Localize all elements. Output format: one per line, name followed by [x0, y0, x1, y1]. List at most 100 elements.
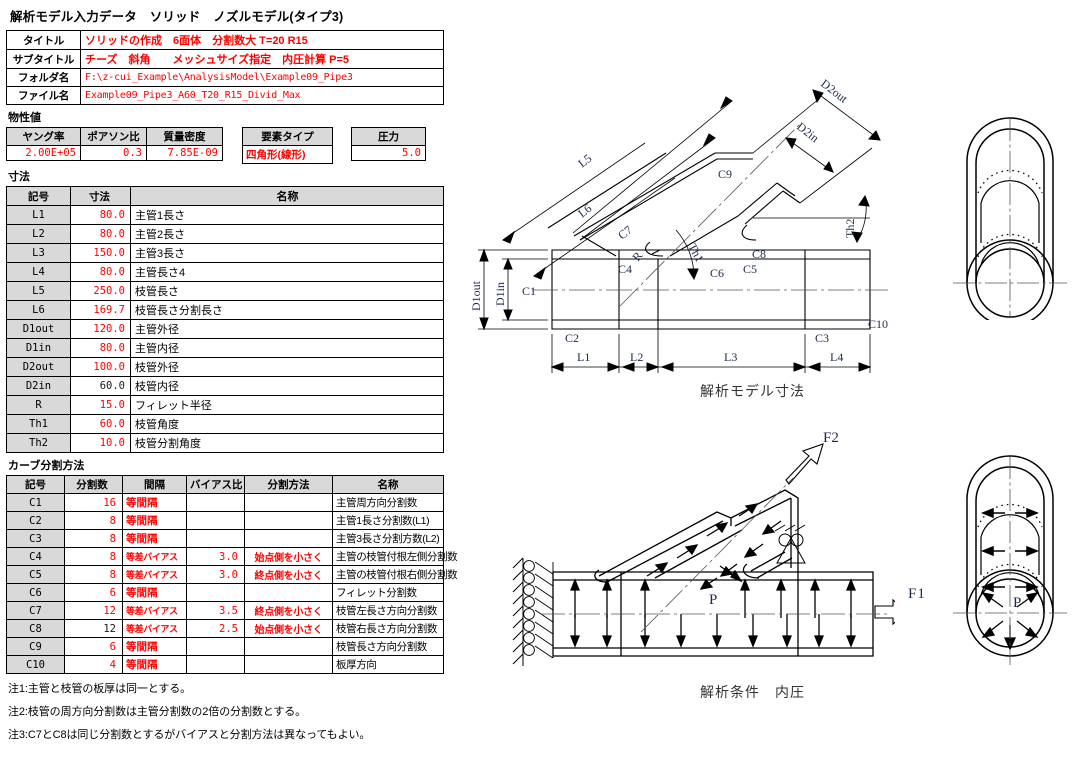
dim-name: 主管1長さ: [130, 205, 444, 225]
header-dim-symbol: 記号: [6, 186, 71, 206]
label-C9: C9: [718, 167, 732, 181]
cd-count: 8: [64, 511, 123, 530]
section-label-properties: 物性値: [8, 112, 41, 124]
cd-count: 8: [64, 529, 123, 548]
dim-name: フィレット半径: [130, 395, 444, 415]
cd-symbol: C5: [6, 565, 65, 584]
dim-value: 80.0: [70, 205, 131, 225]
cd-count: 6: [64, 637, 123, 656]
value-young-modulus: 2.00E+05: [6, 145, 81, 161]
label-C1: C1: [522, 284, 536, 298]
value-mass-density: 7.85E-09: [146, 145, 223, 161]
table-row: 2.00E+05 0.3 7.85E-09: [6, 145, 223, 161]
cd-spacing: 等差バイアス: [122, 601, 187, 620]
label-D1out: D1out: [470, 280, 483, 311]
dim-name: 主管長さ4: [130, 262, 444, 282]
dim-value: 15.0: [70, 395, 131, 415]
table-row: タイトルソリッドの作成 6面体 分割数大 T=20 R15: [6, 30, 444, 50]
header-cd-name: 名称: [332, 475, 444, 494]
info-value: チーズ 斜角 メッシュサイズ指定 内圧計算 P=5: [80, 49, 444, 69]
dim-symbol: L6: [6, 300, 71, 320]
table-row: サブタイトルチーズ 斜角 メッシュサイズ指定 内圧計算 P=5: [6, 49, 444, 69]
dim-name: 主管2長さ: [130, 224, 444, 244]
label-Th1: Th1: [685, 241, 706, 265]
table-row: ヤング率 ポアソン比 質量密度: [6, 127, 223, 146]
table-row: 四角形(線形): [242, 145, 333, 164]
value-element-type: 四角形(線形): [242, 145, 333, 164]
cd-bias: [186, 583, 245, 602]
dim-symbol: D2out: [6, 357, 71, 377]
cd-symbol: C10: [6, 655, 65, 674]
cd-name: 板厚方向: [332, 655, 444, 674]
cd-count: 4: [64, 655, 123, 674]
cd-spacing: 等間隔: [122, 529, 187, 548]
cd-symbol: C6: [6, 583, 65, 602]
cd-bias: [186, 529, 245, 548]
dim-symbol: D1out: [6, 319, 71, 339]
label-C3: C3: [815, 331, 829, 345]
cd-method: [244, 637, 333, 656]
cd-name: 主管の枝管付根右側分割数: [332, 565, 458, 584]
label-C4: C4: [618, 262, 632, 276]
header-cd-bias: バイアス比: [186, 475, 245, 494]
analysis-condition-svg: F2: [512, 430, 908, 666]
header-dim-name: 名称: [130, 186, 444, 206]
label-Th2: Th2: [843, 219, 857, 238]
cd-bias: 3.0: [186, 547, 245, 566]
cd-method: [244, 493, 333, 512]
model-dimension-svg: L5 L6 C7 C4 R C9 C8 C6 C5 C2 C3 C1 C10 D…: [469, 76, 888, 373]
info-key: サブタイトル: [6, 49, 81, 69]
table-row: 5.0: [351, 145, 426, 161]
dim-value: 80.0: [70, 262, 131, 282]
model-dimension-drawing: L5 L6 C7 C4 R C9 C8 C6 C5 C2 C3 C1 C10 D…: [469, 28, 890, 378]
label-L2: L2: [630, 350, 643, 364]
cd-method: [244, 511, 333, 530]
label-C10: C10: [868, 317, 888, 331]
table-row: 要素タイプ: [242, 127, 333, 146]
section-bottom-drawing: P: [945, 445, 1075, 670]
cd-bias: [186, 493, 245, 512]
label-C7: C7: [615, 223, 635, 243]
cd-symbol: C8: [6, 619, 65, 638]
pressure-table: 圧力 5.0: [351, 127, 426, 161]
dim-symbol: L5: [6, 281, 71, 301]
element-type-table: 要素タイプ 四角形(線形): [242, 127, 333, 164]
header-mass-density: 質量密度: [146, 127, 223, 146]
property-row: ヤング率 ポアソン比 質量密度 2.00E+05 0.3 7.85E-09 要素…: [6, 127, 466, 164]
cd-method: 始点側を小さく: [244, 619, 333, 638]
header-poisson-ratio: ポアソン比: [80, 127, 147, 146]
dim-symbol: L2: [6, 224, 71, 244]
dim-symbol: L1: [6, 205, 71, 225]
cd-spacing: 等差バイアス: [122, 619, 187, 638]
header-element-type: 要素タイプ: [242, 127, 333, 146]
header-pressure: 圧力: [351, 127, 426, 146]
label-L5: L5: [575, 151, 594, 170]
cd-spacing: 等間隔: [122, 637, 187, 656]
dim-value: 120.0: [70, 319, 131, 339]
cd-method: [244, 529, 333, 548]
section-label-dimensions: 寸法: [8, 171, 30, 183]
cd-count: 16: [64, 493, 123, 512]
section-label-curve-division: カーブ分割方法: [8, 460, 85, 472]
cd-name: 枝管左長さ方向分割数: [332, 601, 444, 620]
notes-block: 注1:主管と枝管の板厚は同一とする。注2:枝管の周方向分割数は主管分割数の2倍の…: [6, 680, 466, 742]
dim-name: 枝管外径: [130, 357, 444, 377]
label-D1in: D1in: [493, 282, 507, 306]
cd-spacing: 等間隔: [122, 583, 187, 602]
label-F2: F2: [823, 430, 839, 446]
dim-value: 10.0: [70, 433, 131, 453]
cd-name: 主管3長さ分割方数(L2): [332, 529, 444, 548]
